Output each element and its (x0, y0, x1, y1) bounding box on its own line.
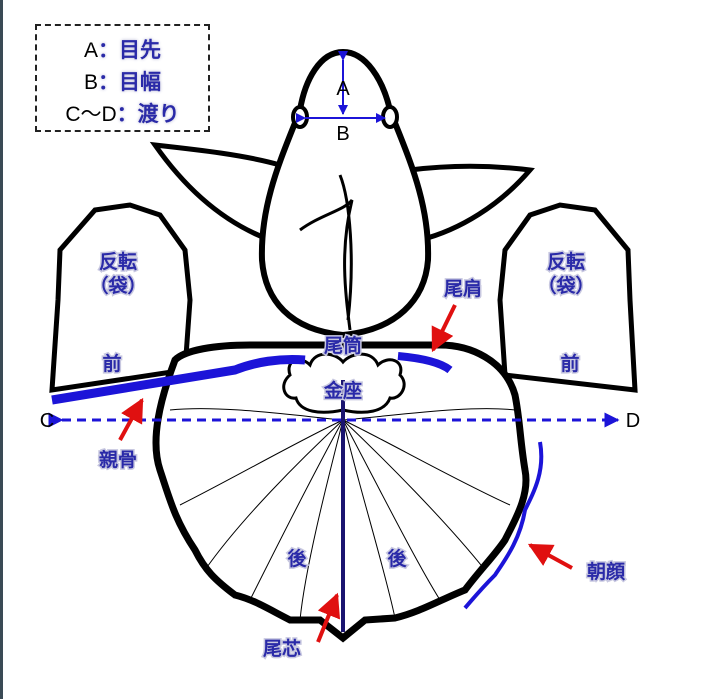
legend-box: A：目先 B：目幅 C〜D：渡り (35, 24, 210, 132)
label-reverse-right: 反転 (547, 251, 585, 273)
legend-item: C〜D：渡り (37, 98, 208, 128)
label-reverse-left: 反転 (99, 251, 137, 273)
legend-value: 目先 (119, 39, 161, 62)
label-bag-right: （袋） (537, 274, 594, 297)
morning-glory-line (463, 441, 544, 610)
tail-shoulder-arrow (431, 304, 457, 353)
main-bone-line (51, 355, 306, 405)
legend-item: B：目幅 (37, 66, 208, 96)
label-tail-tube: 尾筒 (324, 334, 362, 357)
legend-key: C〜D (65, 103, 117, 126)
legend-key: B (83, 71, 98, 94)
label-rear-right: 後 (387, 547, 407, 570)
label-front-left: 前 (102, 352, 121, 375)
label-rear-left: 後 (287, 547, 307, 570)
right-eye (381, 105, 399, 129)
legend-value: 目幅 (119, 71, 161, 94)
tail-shoulder-line (397, 352, 453, 374)
legend-key: A (83, 39, 98, 62)
tail-core-arrow (316, 592, 341, 643)
marker-b: B (336, 123, 349, 145)
label-bag-left: （袋） (89, 274, 146, 297)
legend-sep: ： (98, 39, 119, 62)
main-bone-arrow (118, 397, 144, 441)
morning-glory-arrow (527, 543, 573, 570)
window-edge (0, 0, 3, 699)
marker-a: A (336, 78, 350, 100)
dorsal-fold (299, 174, 354, 331)
label-golden-seat: 金座 (323, 379, 362, 402)
legend-sep: ： (98, 71, 119, 94)
legend-value: 渡り (137, 103, 180, 126)
legend-sep: ： (116, 103, 138, 126)
legend-item: A：目先 (37, 34, 208, 64)
label-front-right: 前 (560, 352, 579, 375)
label-morning-glory: 朝顔 (587, 560, 626, 583)
label-tail-shoulder: 尾肩 (444, 277, 482, 300)
marker-d: D (626, 410, 640, 432)
label-main-bone: 親骨 (99, 448, 137, 471)
left-side-lobe (49, 202, 193, 393)
label-tail-core: 尾芯 (263, 637, 301, 660)
marker-c: C (40, 410, 54, 432)
right-side-lobe (497, 202, 638, 393)
left-eye (291, 105, 309, 129)
